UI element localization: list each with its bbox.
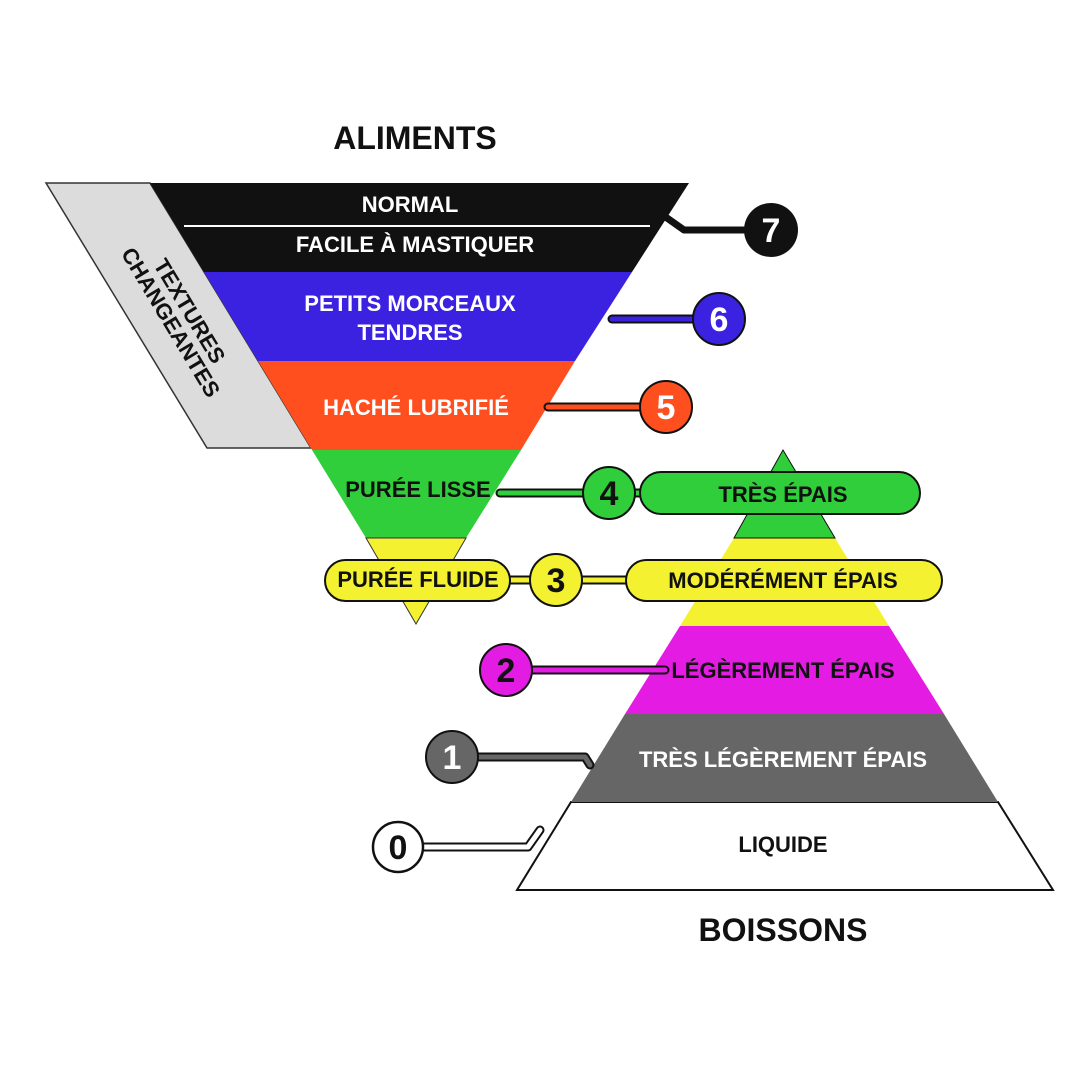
level-3-circle <box>529 553 583 607</box>
food-soft-bite-sized-label-line2: TENDRES <box>357 320 462 345</box>
drink-level-2-band <box>625 626 944 714</box>
level-4-number: 4 <box>600 475 619 513</box>
food-level-4-band <box>312 450 521 538</box>
level-circles: 7 6 5 4 3 2 1 0 <box>371 203 798 874</box>
level-7-number: 7 <box>762 212 781 250</box>
food-soft-bite-sized-label-line1: PETITS MORCEAUX <box>304 291 516 316</box>
level-5-circle <box>639 380 693 434</box>
connector-level-0 <box>415 825 545 852</box>
food-easy-to-chew-label: FACILE À MASTIQUER <box>296 232 534 257</box>
level-2-circle <box>479 643 533 697</box>
connector-level-1-fill <box>467 754 593 768</box>
food-pyramid: NORMAL FACILE À MASTIQUER PETITS MORCEAU… <box>150 183 689 625</box>
level-4-drink-pill: TRÈS ÉPAIS <box>639 471 921 515</box>
drink-extremely-thick-label: TRÈS ÉPAIS <box>718 482 847 507</box>
drink-moderately-thick-pill <box>625 559 943 602</box>
connector-level-7 <box>663 214 756 234</box>
level-3-drink-pill: MODÉRÉMENT ÉPAIS <box>625 559 943 602</box>
drink-thin-label: LIQUIDE <box>738 832 827 857</box>
drink-slightly-thick-label: TRÈS LÉGÈREMENT ÉPAIS <box>639 747 927 772</box>
food-normal-label: NORMAL <box>362 192 459 217</box>
drinks-title: BOISSONS <box>699 912 868 948</box>
level-5-number: 5 <box>657 389 676 427</box>
level-1-number: 1 <box>443 739 462 777</box>
changing-textures-band: TEXTURES CHANGEANTES <box>44 182 313 449</box>
drink-extremely-thick-pill <box>639 471 921 515</box>
drink-pyramid: LÉGÈREMENT ÉPAIS TRÈS LÉGÈREMENT ÉPAIS L… <box>515 448 1055 891</box>
level-0-number: 0 <box>389 829 408 867</box>
food-liquidised-label: PURÉE FLUIDE <box>337 567 498 592</box>
level-6-circle <box>692 292 746 346</box>
level-7-circle <box>744 203 798 257</box>
level-4-circle <box>582 466 636 520</box>
level-0-circle <box>371 820 425 874</box>
food-level-7-band <box>150 183 689 272</box>
food-level-6-band <box>204 272 632 361</box>
food-level-5-band <box>258 361 575 450</box>
drink-moderately-thick-label: MODÉRÉMENT ÉPAIS <box>668 568 897 593</box>
drink-mildly-thick-label: LÉGÈREMENT ÉPAIS <box>671 658 894 683</box>
foods-title: ALIMENTS <box>333 120 497 156</box>
level-3-food-pill: PURÉE FLUIDE <box>324 559 511 602</box>
level-2-number: 2 <box>497 652 516 690</box>
connector-level-0-fill <box>417 827 543 850</box>
food-liquidised-pill <box>324 559 511 602</box>
level-3-number: 3 <box>547 562 566 600</box>
food-minced-moist-label: HACHÉ LUBRIFIÉ <box>323 395 509 420</box>
level-1-circle <box>425 730 479 784</box>
level-6-number: 6 <box>710 301 729 339</box>
food-pureed-label: PURÉE LISSE <box>345 477 490 502</box>
drink-level-1-band <box>571 714 998 802</box>
